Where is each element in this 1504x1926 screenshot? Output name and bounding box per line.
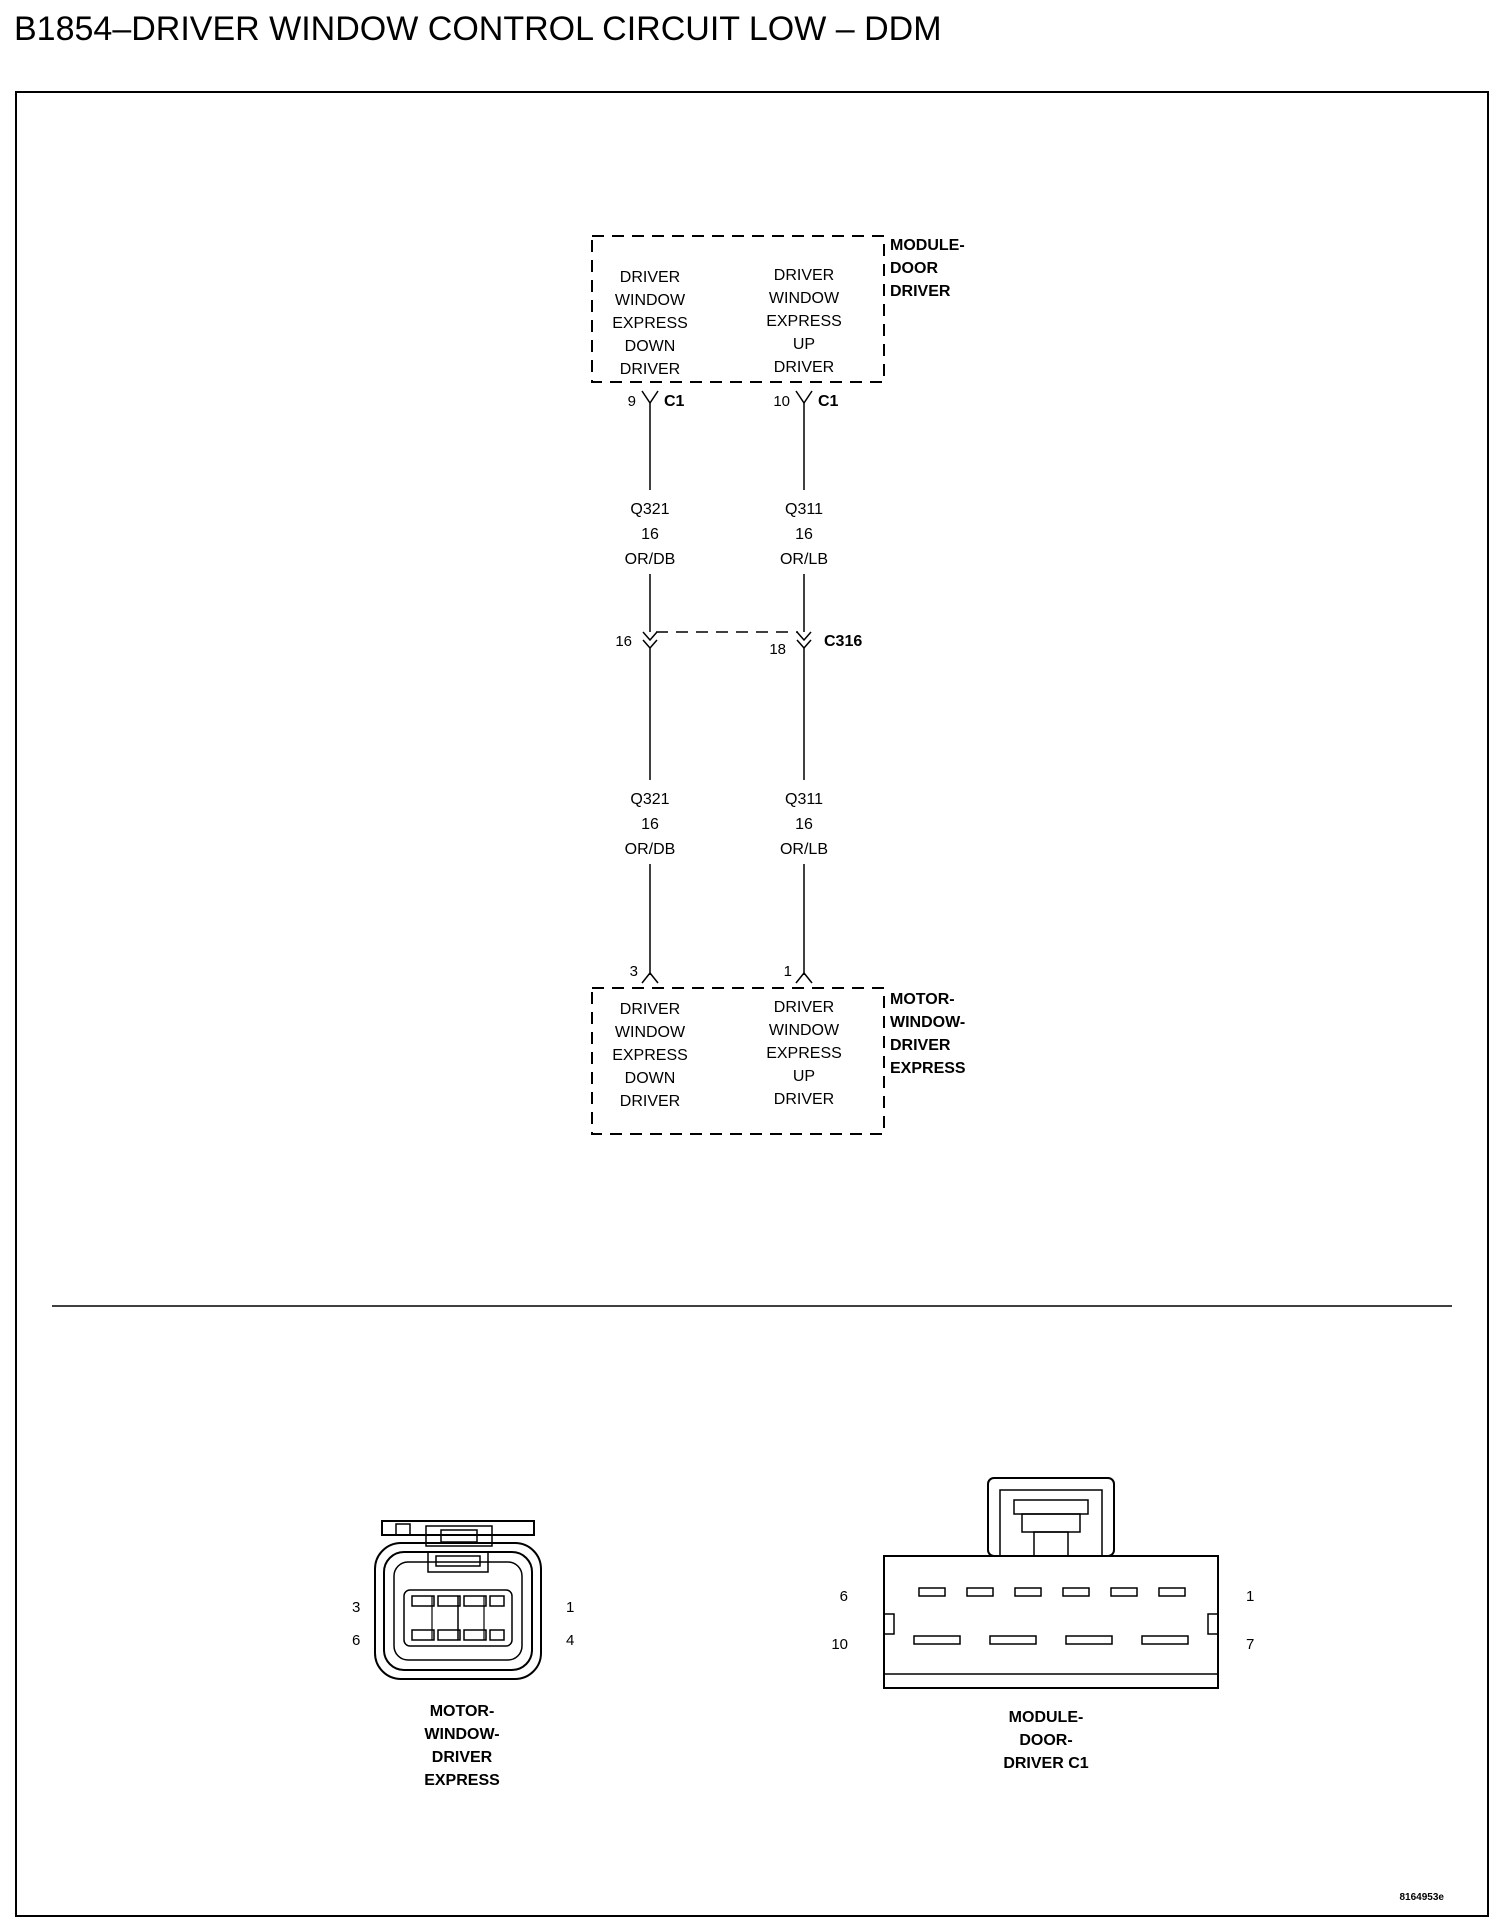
c1-pin-10: 10 <box>773 393 790 410</box>
wire-lower-left-color: OR/DB <box>625 841 676 858</box>
module-door-driver-box <box>591 235 885 383</box>
c316-terminal-right-a <box>796 631 812 642</box>
motor-right-line-5: DRIVER <box>774 1091 834 1108</box>
motor-terminal-left <box>641 971 659 984</box>
c316-label: C316 <box>824 633 862 650</box>
module-left-line-5: DRIVER <box>620 361 680 378</box>
module-left-line-1: DRIVER <box>620 269 680 286</box>
module-view-label-1: MODULE- <box>1009 1709 1084 1726</box>
motor-label-1: MOTOR- <box>890 991 955 1008</box>
module-right-line-5: DRIVER <box>774 359 834 376</box>
motor-left-line-5: DRIVER <box>620 1093 680 1110</box>
motor-view-pin-3: 3 <box>352 1599 360 1616</box>
motor-right-line-2: WINDOW <box>769 1022 840 1039</box>
motor-label-4: EXPRESS <box>890 1060 966 1077</box>
page-title: B1854–DRIVER WINDOW CONTROL CIRCUIT LOW … <box>14 10 942 48</box>
module-view-pin-10: 10 <box>831 1636 848 1653</box>
c1-connector-label-right: C1 <box>818 393 839 410</box>
motor-view-pin-1: 1 <box>566 1599 574 1616</box>
module-right-line-1: DRIVER <box>774 267 834 284</box>
module-left-line-3: EXPRESS <box>612 315 688 332</box>
c1-terminal-left <box>641 390 659 404</box>
motor-label-3: DRIVER <box>890 1037 951 1054</box>
motor-left-line-1: DRIVER <box>620 1001 680 1018</box>
wire-lower-left-gauge: 16 <box>641 816 659 833</box>
module-door-driver: DRIVER WINDOW EXPRESS DOWN DRIVER DRIVER… <box>591 235 965 383</box>
module-view-pin-6: 6 <box>840 1588 848 1605</box>
motor-left-line-2: WINDOW <box>615 1024 686 1041</box>
wire-lower-right-color: OR/LB <box>780 841 828 858</box>
module-door-driver-label-1: MODULE- <box>890 237 965 254</box>
motor-right-line-1: DRIVER <box>774 999 834 1016</box>
module-right-line-3: EXPRESS <box>766 313 842 330</box>
wire-upper-left-circuit: Q321 <box>630 501 669 518</box>
module-view-pin-7: 7 <box>1246 1636 1254 1653</box>
c1-terminal-right <box>795 390 813 404</box>
motor-connector-view <box>374 1520 542 1680</box>
motor-left-line-3: EXPRESS <box>612 1047 688 1064</box>
module-view-label-2: DOOR- <box>1019 1732 1072 1749</box>
wire-upper-left-gauge: 16 <box>641 526 659 543</box>
wire-lower-right-circuit: Q311 <box>785 791 823 808</box>
motor-pin-1: 1 <box>784 963 792 980</box>
c1-pin-9: 9 <box>628 393 636 410</box>
c316-pin-18: 18 <box>769 641 786 658</box>
motor-pin-3: 3 <box>630 963 638 980</box>
motor-left-line-4: DOWN <box>625 1070 676 1087</box>
c316-terminal-right-b <box>796 639 812 650</box>
motor-view-label-2: WINDOW- <box>424 1726 499 1743</box>
module-right-line-4: UP <box>793 336 815 353</box>
motor-right-line-4: UP <box>793 1068 815 1085</box>
module-view-label-3: DRIVER C1 <box>1003 1755 1088 1772</box>
wire-upper-right-circuit: Q311 <box>785 501 823 518</box>
c316-pin-16: 16 <box>615 633 632 650</box>
figure-id: 8164953e <box>1400 1892 1445 1903</box>
c1-connector-label-left: C1 <box>664 393 685 410</box>
motor-terminal-right <box>795 971 813 984</box>
wire-upper-right-color: OR/LB <box>780 551 828 568</box>
wire-upper-right-gauge: 16 <box>795 526 813 543</box>
motor-view-label-4: EXPRESS <box>424 1772 500 1789</box>
motor-right-line-3: EXPRESS <box>766 1045 842 1062</box>
module-left-line-2: WINDOW <box>615 292 686 309</box>
module-left-line-4: DOWN <box>625 338 676 355</box>
module-door-driver-label-2: DOOR <box>890 260 938 277</box>
motor-view-label-1: MOTOR- <box>430 1703 495 1720</box>
motor-view-pin-6: 6 <box>352 1632 360 1649</box>
motor-view-label-3: DRIVER <box>432 1749 493 1766</box>
wire-upper-left-color: OR/DB <box>625 551 676 568</box>
wire-lower-right-gauge: 16 <box>795 816 813 833</box>
motor-window-driver-express-box <box>591 987 885 1135</box>
motor-view-pin-4: 4 <box>566 1632 574 1649</box>
wire-lower-left-circuit: Q321 <box>630 791 669 808</box>
module-view-pin-1: 1 <box>1246 1588 1254 1605</box>
c316-terminal-left-a <box>642 631 658 642</box>
motor-window-driver-express: DRIVER WINDOW EXPRESS DOWN DRIVER DRIVER… <box>591 987 966 1135</box>
motor-label-2: WINDOW- <box>890 1014 965 1031</box>
c316-terminal-left-b <box>642 639 658 650</box>
diagram-frame <box>15 91 1489 1917</box>
module-door-driver-label-3: DRIVER <box>890 283 951 300</box>
module-c1-connector-view <box>883 1477 1219 1689</box>
module-right-line-2: WINDOW <box>769 290 840 307</box>
